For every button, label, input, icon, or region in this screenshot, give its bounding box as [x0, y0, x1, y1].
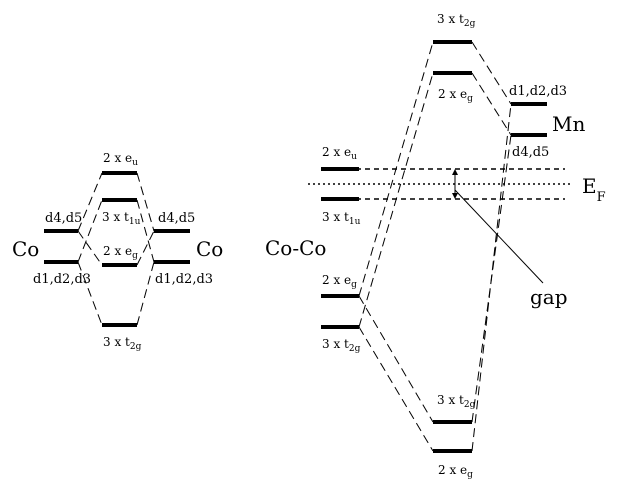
- gap-label: gap: [530, 285, 568, 309]
- co-right-d45-label: d4,d5: [158, 211, 195, 226]
- top-t2g-label: 3 x t2g: [437, 12, 476, 29]
- bottom-t2g-label: 3 x t2g: [437, 393, 476, 410]
- right-correlation-lines: [358, 41, 512, 452]
- co-left-d45-label: d4,d5: [45, 211, 82, 226]
- coco-label: Co-Co: [265, 236, 326, 260]
- left-diagram: Co Co d4,d5 d4,d5 d1,d2,d3 d1,d2,d3 2 x …: [12, 151, 223, 352]
- t1u-label: 3 x t1u: [102, 210, 141, 227]
- coco-t2g-label: 3 x t2g: [322, 337, 361, 354]
- bottom-eg-label: 2 x eg: [438, 463, 473, 480]
- mn-label: Mn: [552, 112, 585, 136]
- co-right-d123-label: d1,d2,d3: [155, 272, 213, 287]
- coco-t1u-label: 3 x t1u: [322, 210, 361, 227]
- mn-d45-label: d4,d5: [512, 145, 549, 160]
- co-left-label: Co: [12, 237, 39, 261]
- mn-d123-label: d1,d2,d3: [509, 84, 567, 99]
- co-right-label: Co: [196, 237, 223, 261]
- top-eg-label: 2 x eg: [438, 87, 473, 104]
- gap-arrow: [452, 169, 458, 199]
- eu-label: 2 x eu: [103, 151, 138, 168]
- t2g-label: 3 x t2g: [103, 335, 142, 352]
- left-correlation-lines: [77, 172, 155, 326]
- coco-eu-label: 2 x eu: [322, 145, 357, 162]
- co-left-d123-label: d1,d2,d3: [33, 272, 91, 287]
- coco-eg-label: 2 x eg: [322, 273, 357, 290]
- fermi-level-label: EF: [582, 174, 606, 205]
- eg-label: 2 x eg: [103, 244, 138, 261]
- right-diagram: Co-Co Mn d1,d2,d3 d4,d5 EF gap 3 x t2g 2…: [265, 12, 606, 480]
- gap-pointer-line: [454, 189, 544, 284]
